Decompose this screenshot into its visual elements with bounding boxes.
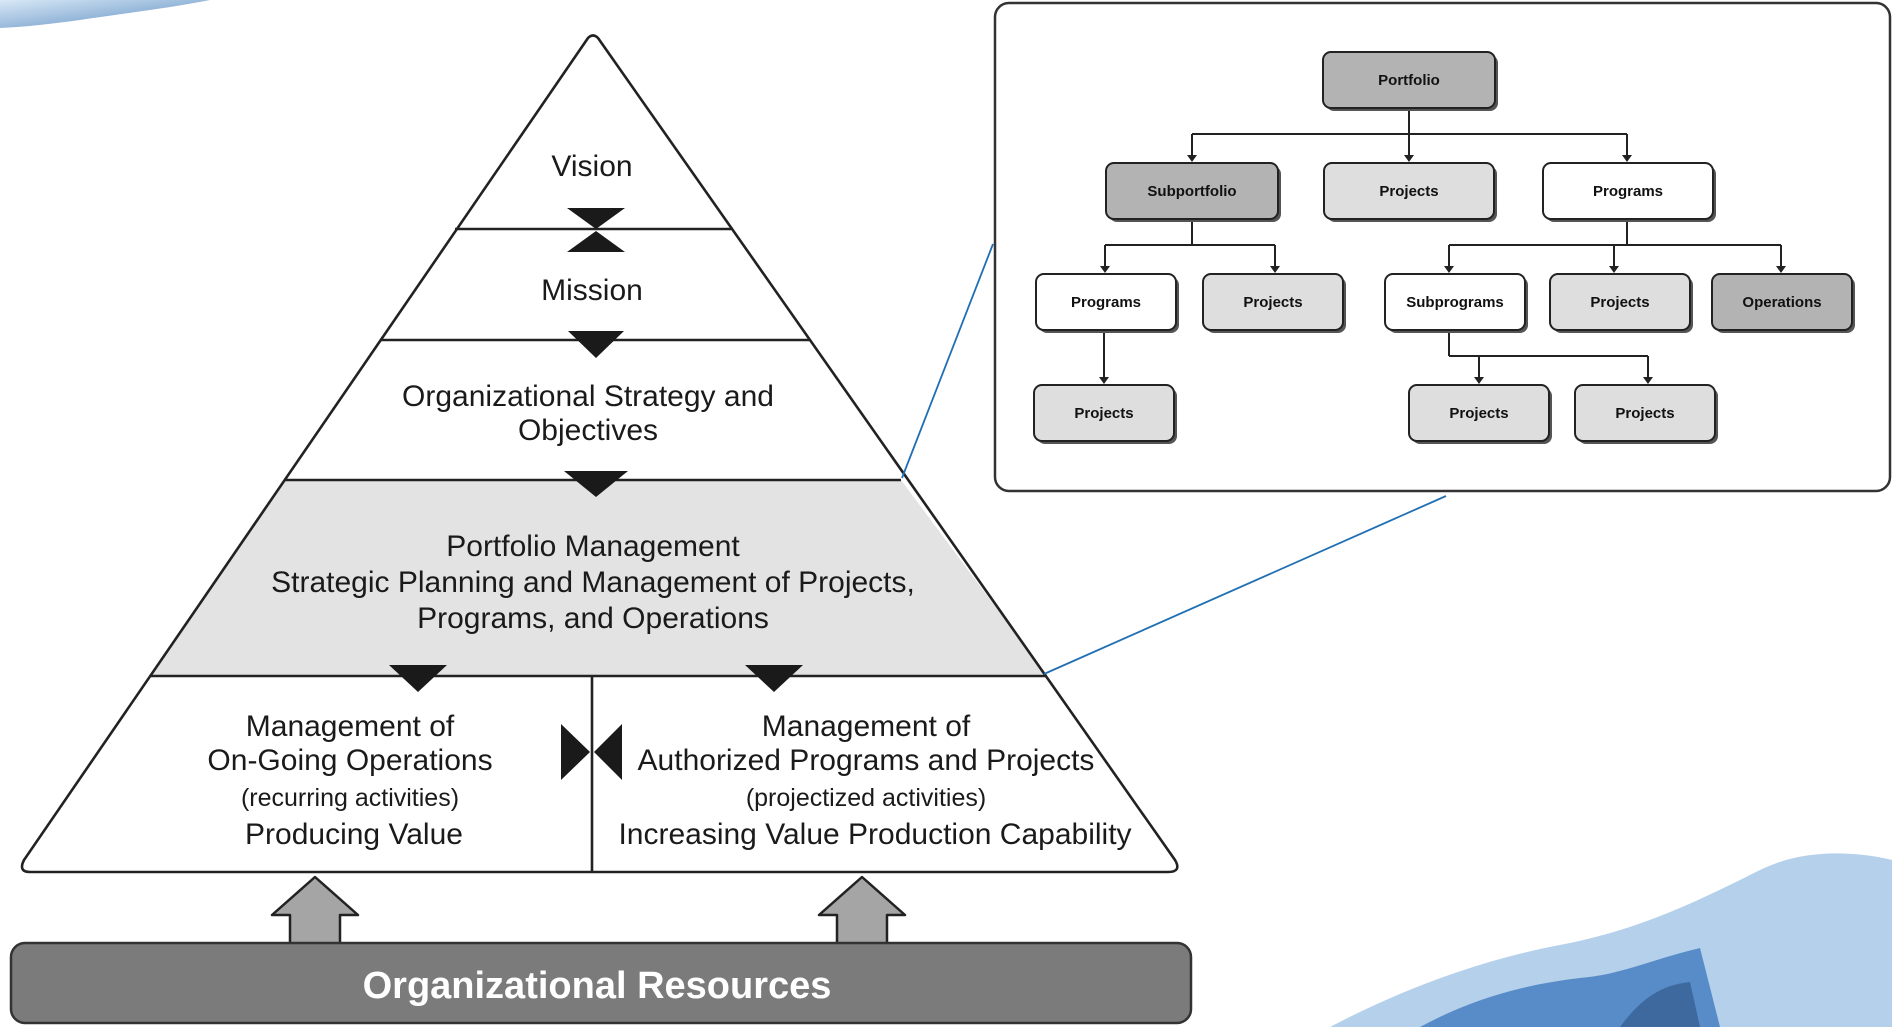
strategy-label-line2: Objectives — [518, 414, 658, 447]
org-node-subportfolio: Subportfolio — [1105, 162, 1281, 222]
org-node-label: Projects — [1590, 294, 1649, 311]
org-node-portfolio: Portfolio — [1322, 51, 1498, 111]
org-node-box — [1202, 273, 1344, 331]
org-node-label: Projects — [1615, 405, 1674, 422]
org-node-box — [1408, 384, 1550, 442]
org-node-box — [1033, 384, 1175, 442]
org-node-box — [1711, 273, 1853, 331]
operations-line1: Management of — [246, 710, 455, 743]
down-arrow-icon — [389, 665, 447, 692]
org-node-label: Subprograms — [1406, 294, 1504, 311]
mission-label: Mission — [541, 274, 643, 307]
org-node-box — [1549, 273, 1691, 331]
org-node-label: Projects — [1074, 405, 1133, 422]
up-arrow-right-icon — [817, 875, 907, 947]
vision-label: Vision — [551, 150, 632, 183]
org-node-box — [1384, 273, 1526, 331]
operations-line2: On-Going Operations — [207, 744, 492, 777]
org-node-projects-l2a: Projects — [1202, 273, 1346, 333]
org-node-projects-l2b: Projects — [1549, 273, 1693, 333]
hourglass-arrow-icon — [567, 208, 625, 229]
org-node-box — [1105, 162, 1279, 220]
connector-line-bottom — [1043, 495, 1447, 675]
org-node-operations: Operations — [1711, 273, 1855, 333]
org-node-label: Projects — [1449, 405, 1508, 422]
org-node-subprograms: Subprograms — [1384, 273, 1528, 333]
down-arrow-icon — [568, 331, 624, 358]
portfolio-band — [150, 480, 1047, 676]
org-node-box — [1322, 51, 1496, 109]
pyramid-outline — [20, 34, 1179, 874]
org-node-label: Programs — [1593, 183, 1663, 200]
resources-bar — [9, 941, 1193, 1025]
strategy-label-line1: Organizational Strategy and — [402, 380, 774, 413]
org-node-projects-l3b: Projects — [1408, 384, 1552, 444]
up-arrow-left-icon — [270, 875, 360, 947]
org-node-box — [1574, 384, 1716, 442]
org-node-label: Portfolio — [1378, 72, 1440, 89]
down-arrow-icon — [745, 665, 803, 692]
org-node-label: Operations — [1742, 294, 1821, 311]
operations-line3: (recurring activities) — [241, 784, 459, 812]
projects-line3: (projectized activities) — [746, 784, 986, 812]
connector-line-top — [901, 243, 994, 479]
bowtie-arrow-right-icon — [594, 724, 622, 780]
portfolio-title: Portfolio Management — [446, 530, 740, 563]
org-node-programs-l2: Programs — [1035, 273, 1179, 333]
corner-decoration-bottom-right — [1330, 853, 1892, 1027]
org-node-label: Projects — [1379, 183, 1438, 200]
portfolio-subtitle-line1: Strategic Planning and Management of Pro… — [271, 566, 915, 599]
org-node-projects-l3c: Projects — [1574, 384, 1718, 444]
org-node-box — [1323, 162, 1495, 220]
projects-line1: Management of — [762, 710, 971, 743]
org-node-programs-l1: Programs — [1542, 162, 1716, 222]
operations-line4: Producing Value — [245, 818, 463, 851]
corner-decoration-top-left — [0, 0, 210, 28]
org-chart-connectors — [1103, 106, 1782, 377]
bowtie-arrow-left-icon — [561, 724, 590, 780]
org-chart-arrowheads — [1099, 155, 1786, 384]
resources-label: Organizational Resources — [363, 965, 832, 1007]
org-node-box — [1035, 273, 1177, 331]
projects-line4: Increasing Value Production Capability — [618, 818, 1131, 851]
org-node-label: Projects — [1243, 294, 1302, 311]
org-node-projects-l3a: Projects — [1033, 384, 1177, 444]
hourglass-arrow-bottom-icon — [567, 231, 625, 252]
org-node-label: Subportfolio — [1147, 183, 1236, 200]
org-chart-frame — [993, 1, 1892, 493]
org-node-projects-l1: Projects — [1323, 162, 1497, 222]
down-arrow-icon — [564, 471, 628, 497]
portfolio-subtitle-line2: Programs, and Operations — [417, 602, 769, 635]
strategy-pyramid: Vision Mission Organizational Strategy a… — [20, 34, 1179, 874]
org-node-label: Programs — [1071, 294, 1141, 311]
org-node-box — [1542, 162, 1714, 220]
projects-line2: Authorized Programs and Projects — [638, 744, 1095, 777]
